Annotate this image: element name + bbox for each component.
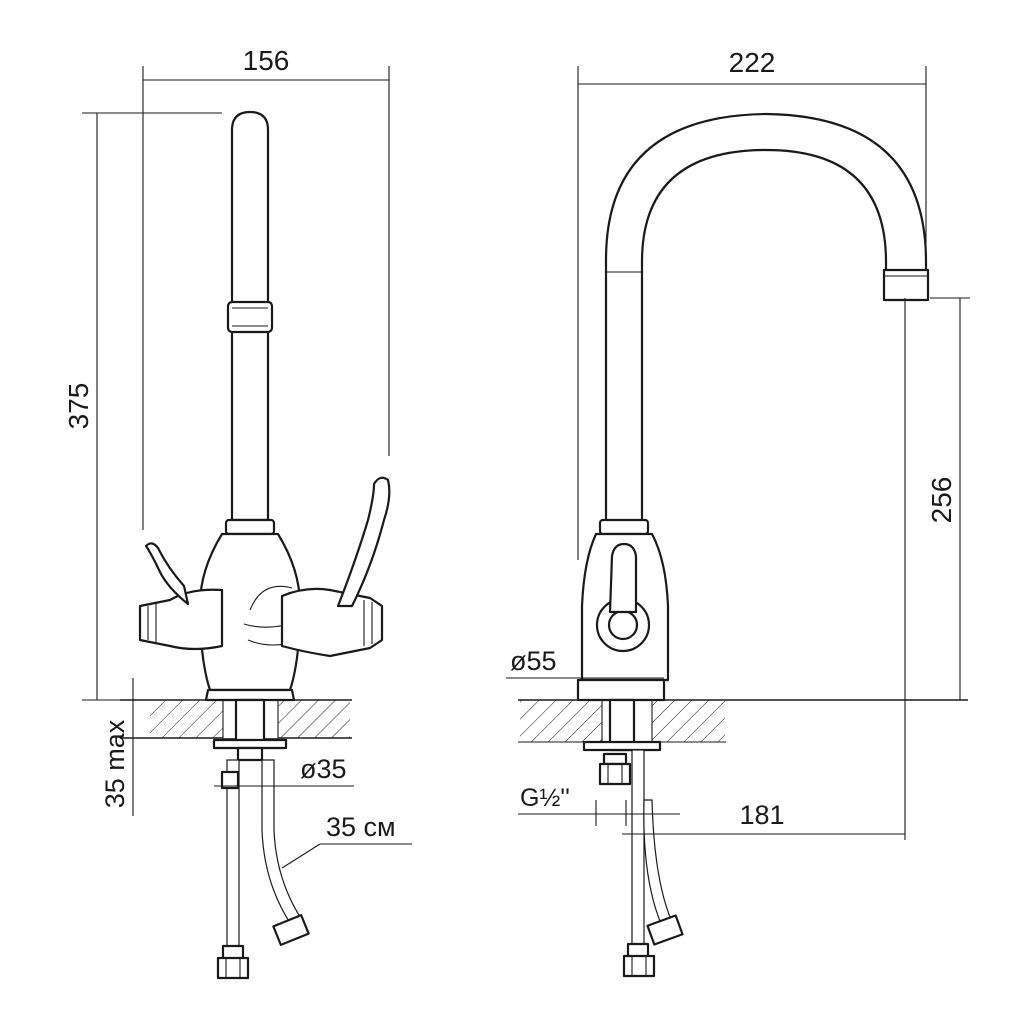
- front-shank-and-hoses: [212, 698, 310, 980]
- side-base-label: ø55: [510, 646, 557, 676]
- front-width-dimension: 156: [142, 45, 390, 530]
- side-spout: [604, 112, 930, 528]
- side-thread-dimension: G½'': [518, 784, 680, 826]
- side-thread-label: G½'': [520, 784, 570, 812]
- side-reach-label: 222: [729, 47, 776, 78]
- side-spout-height-dimension: 256: [926, 297, 970, 700]
- front-hose-leader: 35 см: [281, 812, 412, 869]
- front-hose-label: 35 см: [326, 812, 396, 842]
- side-offset-dimension: 181: [622, 298, 906, 840]
- front-mount-dimension: 35 max: [100, 678, 150, 816]
- front-shank-dimension: ø35: [214, 754, 354, 787]
- front-shank-label: ø35: [300, 754, 347, 784]
- side-shank-and-hoses: [582, 698, 684, 978]
- front-height-dimension: 375: [63, 112, 222, 701]
- side-view: 222 256 ø55 G½'' 181: [506, 47, 970, 978]
- front-mount-label: 35 max: [100, 719, 130, 808]
- front-height-label: 375: [63, 383, 94, 430]
- front-width-label: 156: [243, 45, 290, 76]
- side-base-dimension: ø55: [506, 646, 664, 679]
- front-spout: [226, 110, 274, 522]
- side-countertop: [518, 699, 968, 743]
- side-reach-dimension: 222: [577, 47, 927, 560]
- side-mixer-body: [576, 518, 670, 702]
- side-spout-height-label: 256: [926, 477, 957, 524]
- side-offset-label: 181: [739, 800, 784, 830]
- front-right-handle: [280, 476, 391, 658]
- front-view: 156 375 35 max ø35 35 см: [63, 45, 412, 980]
- front-left-handle: [138, 542, 224, 651]
